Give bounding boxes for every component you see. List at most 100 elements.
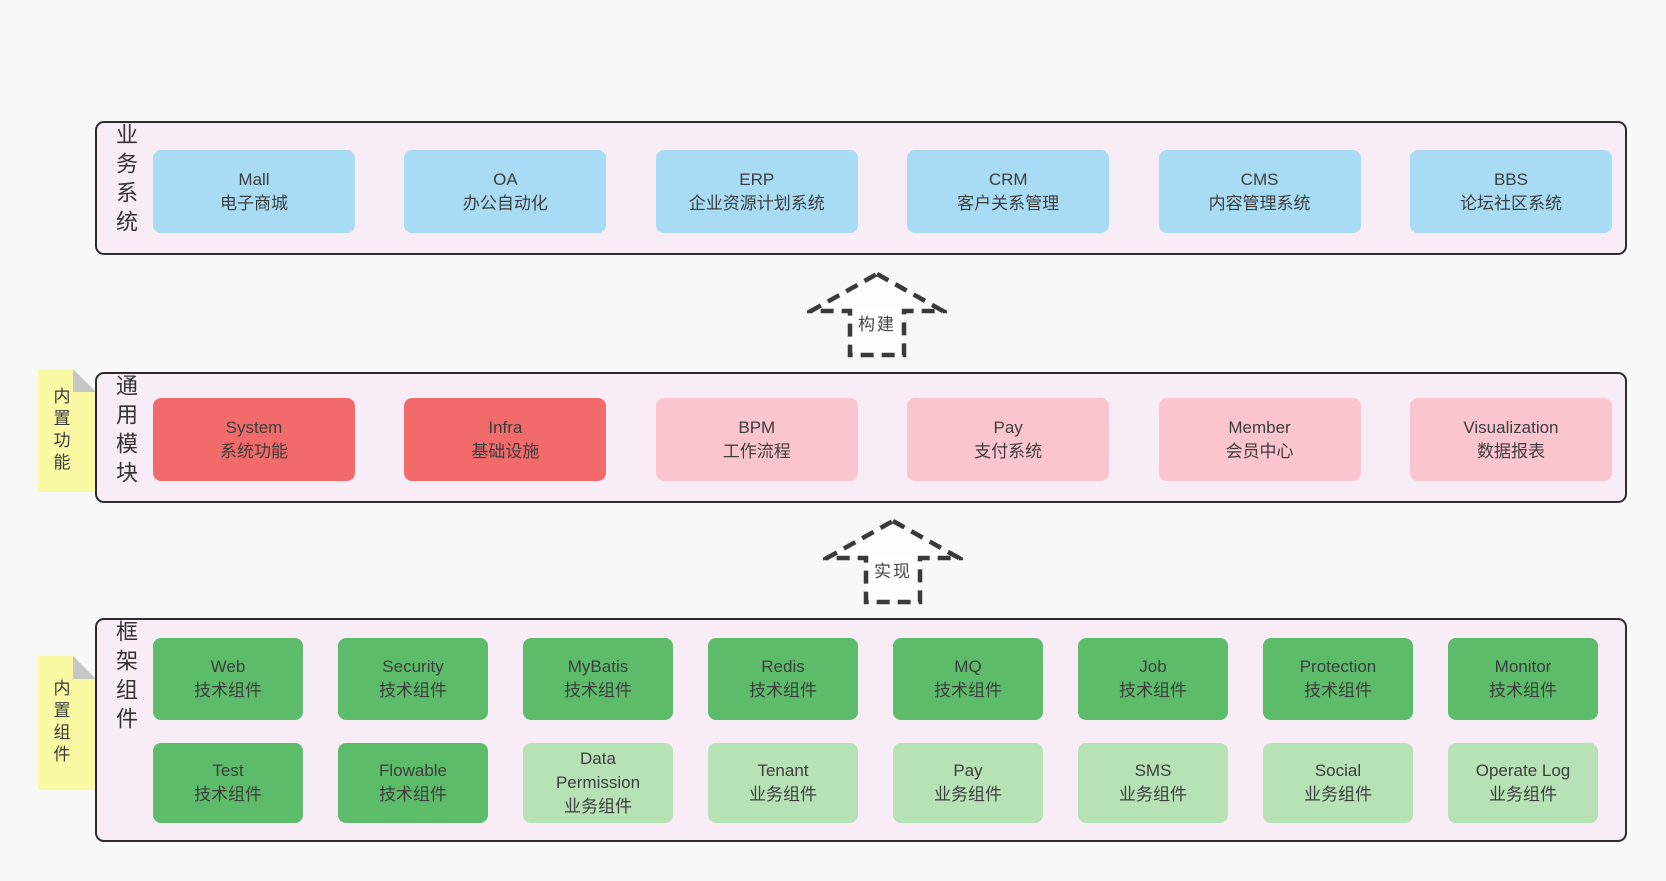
box-mybatis: MyBatis 技术组件	[523, 638, 673, 720]
business-systems-label: 业务系统	[113, 123, 138, 239]
box-system: System 系统功能	[153, 398, 355, 481]
box-web: Web 技术组件	[153, 638, 303, 720]
box-cms: CMS 内容管理系统	[1158, 150, 1361, 233]
box-subtitle: 数据报表	[1476, 441, 1545, 461]
box-pay-component: Pay 业务组件	[893, 743, 1043, 823]
box-subtitle: 技术组件	[1489, 681, 1557, 700]
box-protection: Protection 技术组件	[1263, 638, 1413, 720]
box-subtitle: 工作流程	[722, 441, 791, 461]
box-title: Infra	[488, 417, 523, 437]
box-sms: SMS 业务组件	[1078, 743, 1228, 823]
components-box-row-2: Test 技术组件 Flowable 技术组件 Data Permission …	[153, 743, 1598, 823]
box-title: Test	[212, 761, 244, 780]
box-title: Data Permission	[555, 749, 641, 792]
box-redis: Redis 技术组件	[708, 638, 858, 720]
box-monitor: Monitor 技术组件	[1448, 638, 1598, 720]
box-title: Pay	[993, 417, 1023, 437]
common-modules-panel: 通用模块 System 系统功能 Infra 基础设施 BPM 工作流程 Pay…	[95, 372, 1627, 503]
box-subtitle: 技术组件	[194, 681, 262, 700]
box-subtitle: 业务组件	[934, 785, 1002, 804]
common-modules-label: 通用模块	[113, 374, 138, 490]
box-subtitle: 系统功能	[220, 441, 288, 461]
box-data-permission: Data Permission 业务组件	[523, 743, 673, 823]
box-subtitle: 办公自动化	[462, 193, 548, 213]
box-subtitle: 技术组件	[749, 681, 817, 700]
box-subtitle: 支付系统	[974, 441, 1043, 461]
box-infra: Infra 基础设施	[404, 398, 607, 481]
box-title: CRM	[988, 169, 1028, 189]
box-subtitle: 论坛社区系统	[1459, 193, 1562, 213]
box-title: Mall	[238, 169, 270, 189]
box-subtitle: 电子商城	[220, 193, 288, 213]
box-subtitle: 会员中心	[1225, 441, 1294, 461]
box-bpm: BPM 工作流程	[655, 398, 858, 481]
box-crm: CRM 客户关系管理	[907, 150, 1110, 233]
box-title: ERP	[739, 169, 775, 189]
builtin-components-tab-label: 内置组件	[50, 679, 70, 767]
builtin-features-tab-label: 内置功能	[50, 386, 70, 475]
box-oa: OA 办公自动化	[404, 150, 607, 233]
box-social: Social 业务组件	[1263, 743, 1413, 823]
box-test: Test 技术组件	[153, 743, 303, 823]
folded-corner-icon	[73, 656, 96, 679]
box-title: Flowable	[378, 761, 448, 780]
box-mq: MQ 技术组件	[893, 638, 1043, 720]
business-box-row: Mall 电子商城 OA 办公自动化 ERP 企业资源计划系统 CRM 客户关系…	[153, 150, 1612, 233]
box-bbs: BBS 论坛社区系统	[1409, 150, 1612, 233]
box-subtitle: 业务组件	[1304, 785, 1372, 804]
box-title: Job	[1139, 657, 1167, 676]
box-title: Protection	[1299, 657, 1377, 676]
box-title: Visualization	[1463, 417, 1559, 437]
box-title: MyBatis	[567, 657, 629, 676]
build-arrow-label: 构建	[855, 310, 899, 335]
box-title: BPM	[738, 417, 776, 437]
box-subtitle: 技术组件	[564, 681, 632, 700]
box-title: Pay	[953, 761, 983, 780]
box-flowable: Flowable 技术组件	[338, 743, 488, 823]
box-subtitle: 基础设施	[471, 441, 540, 461]
box-subtitle: 技术组件	[1119, 681, 1187, 700]
box-subtitle: 内容管理系统	[1208, 193, 1311, 213]
box-subtitle: 技术组件	[379, 681, 447, 700]
folded-corner-icon	[73, 369, 96, 392]
box-title: Operate Log	[1475, 761, 1571, 780]
box-title: BBS	[1493, 169, 1528, 189]
framework-components-panel: 框架组件 Web 技术组件 Security 技术组件 MyBatis 技术组件…	[95, 618, 1627, 842]
components-box-row-1: Web 技术组件 Security 技术组件 MyBatis 技术组件 Redi…	[153, 638, 1598, 720]
box-security: Security 技术组件	[338, 638, 488, 720]
box-subtitle: 客户关系管理	[957, 193, 1060, 213]
box-subtitle: 技术组件	[379, 785, 447, 804]
box-title: MQ	[954, 657, 982, 676]
framework-components-label: 框架组件	[113, 620, 138, 736]
box-member: Member 会员中心	[1158, 398, 1361, 481]
box-subtitle: 业务组件	[1489, 785, 1557, 804]
box-mall: Mall 电子商城	[153, 150, 355, 233]
box-subtitle: 业务组件	[749, 785, 817, 804]
box-title: Web	[210, 657, 246, 676]
box-title: System	[225, 417, 283, 437]
box-title: Security	[382, 657, 444, 676]
box-title: Tenant	[757, 761, 809, 780]
box-title: Redis	[761, 657, 805, 676]
builtin-components-tab: 内置组件	[38, 656, 96, 790]
box-subtitle: 技术组件	[1304, 681, 1372, 700]
box-subtitle: 业务组件	[1119, 785, 1187, 804]
box-title: Monitor	[1494, 657, 1552, 676]
box-title: Member	[1228, 417, 1291, 437]
implement-arrow-label: 实现	[871, 557, 915, 582]
build-arrow: 构建	[807, 270, 947, 360]
business-systems-panel: 业务系统 Mall 电子商城 OA 办公自动化 ERP 企业资源计划系统 CRM…	[95, 121, 1627, 255]
box-title: SMS	[1134, 761, 1172, 780]
box-operate-log: Operate Log 业务组件	[1448, 743, 1598, 823]
box-visualization: Visualization 数据报表	[1409, 398, 1612, 481]
box-title: Social	[1314, 761, 1362, 780]
box-pay-module: Pay 支付系统	[907, 398, 1110, 481]
modules-box-row: System 系统功能 Infra 基础设施 BPM 工作流程 Pay 支付系统…	[153, 398, 1612, 481]
box-subtitle: 技术组件	[934, 681, 1002, 700]
implement-arrow: 实现	[823, 517, 963, 607]
box-erp: ERP 企业资源计划系统	[655, 150, 858, 233]
box-subtitle: 企业资源计划系统	[688, 193, 825, 213]
box-tenant: Tenant 业务组件	[708, 743, 858, 823]
box-title: OA	[493, 169, 518, 189]
